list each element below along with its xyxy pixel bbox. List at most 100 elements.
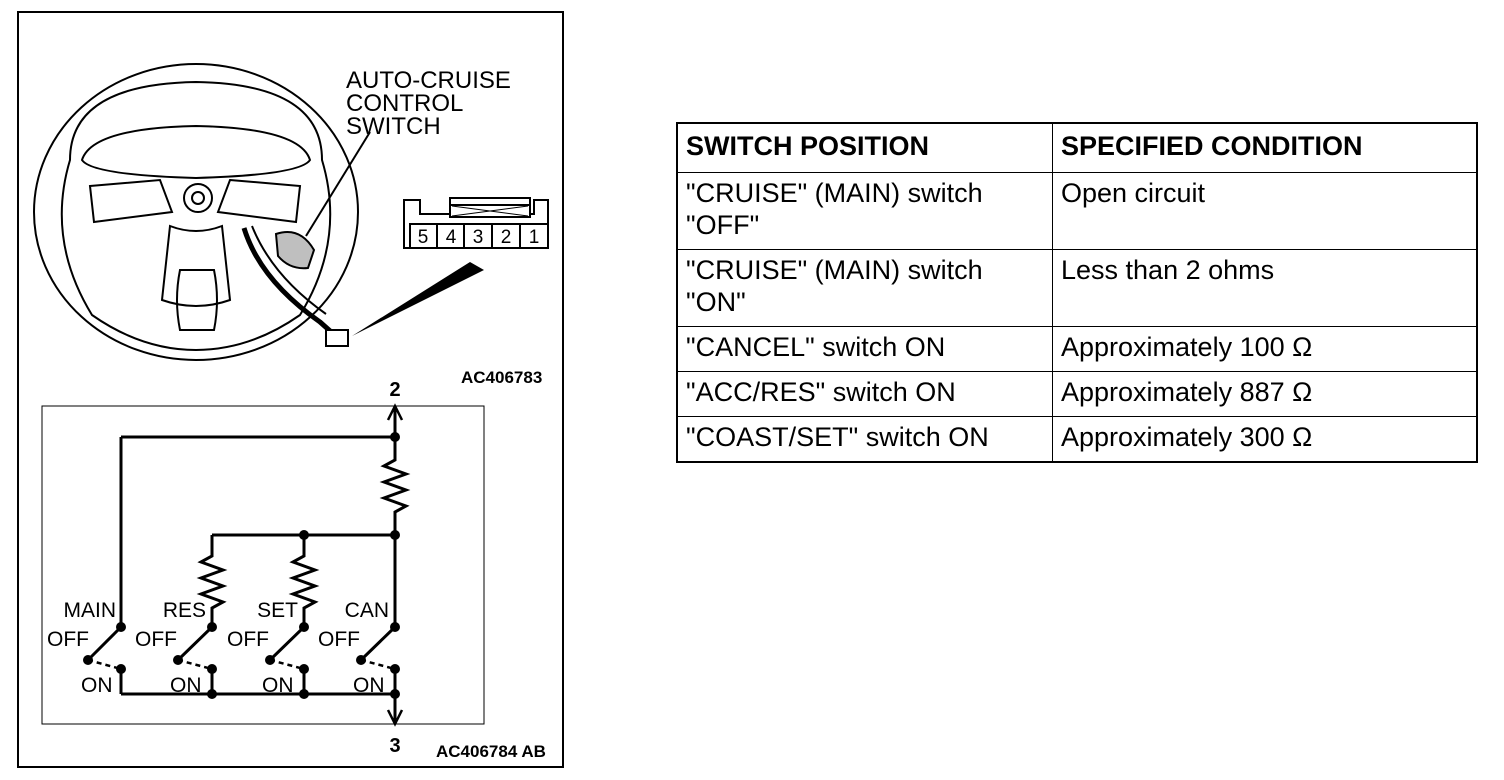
wheel-spoke-right (216, 178, 302, 224)
res-switch-name: RES (163, 599, 206, 622)
junction-dot (356, 655, 366, 665)
main-on-label: ON (81, 674, 113, 697)
connector-pin-labels: 5 4 3 2 1 (418, 227, 540, 248)
row-specified-condition: Open circuit (1052, 172, 1478, 250)
connector-pin-2: 2 (501, 227, 512, 248)
junction-dot (207, 664, 217, 674)
table-row: "CRUISE" (MAIN) switch "OFF" Open circui… (676, 172, 1478, 250)
can-on-label: ON (353, 674, 385, 697)
main-switch-name: MAIN (64, 599, 117, 622)
wheel-rim-outer (33, 63, 359, 361)
junction-dot (83, 655, 93, 665)
main-blade (86, 625, 123, 662)
series-resistor (379, 437, 411, 535)
row-specified-condition: Approximately 887 Ω (1052, 371, 1478, 417)
header-switch-position: SWITCH POSITION (676, 122, 1053, 173)
set-resistor (288, 535, 320, 627)
junction-dot (265, 655, 275, 665)
connector-pin-5: 5 (418, 227, 429, 248)
callout-line-1: AUTO-CRUISE (346, 67, 511, 94)
connector-pin-1: 1 (529, 227, 540, 248)
table-row: "CANCEL" switch ON Approximately 100 Ω (676, 326, 1478, 372)
junction-dot (299, 530, 309, 540)
junction-dot (390, 432, 400, 442)
switch-callout: AUTO-CRUISE CONTROL SWITCH (346, 67, 518, 140)
row-switch-position: "CRUISE" (MAIN) switch "ON" (676, 249, 1053, 327)
switch-labels: MAIN OFF ON RES OFF ON SET OFF ON CAN OF… (47, 599, 389, 697)
illustration-figure-code: AC406783 (461, 368, 542, 387)
connector-lock (449, 204, 531, 218)
junction-dot (207, 689, 217, 699)
junction-dot (390, 530, 400, 540)
set-blade (268, 625, 306, 662)
wheel-center-hub (183, 183, 213, 213)
set-switch-name: SET (257, 599, 298, 622)
res-resistor (196, 535, 228, 627)
wheel-rim-inner (60, 80, 332, 352)
callout-line-2: CONTROL (346, 90, 463, 117)
table-head: SWITCH POSITION SPECIFIED CONDITION (676, 122, 1478, 173)
terminal-3-arrow (386, 709, 404, 727)
junction-dot (299, 689, 309, 699)
connector-pin-4: 4 (446, 227, 457, 248)
table-row: "COAST/SET" switch ON Approximately 300 … (676, 416, 1478, 463)
row-specified-condition: Less than 2 ohms (1052, 249, 1478, 327)
callout-line-3: SWITCH (346, 113, 441, 140)
schematic-figure-code: AC406784 AB (436, 742, 546, 761)
terminal-2-arrow (386, 403, 404, 421)
table-header-row: SWITCH POSITION SPECIFIED CONDITION (676, 122, 1478, 173)
junction-dot (299, 622, 309, 632)
wheel-center-cap (191, 191, 205, 205)
junction-dot (390, 664, 400, 674)
connector-face (403, 197, 549, 249)
junction-dot (116, 664, 126, 674)
connector-pointer-wedge (352, 262, 484, 336)
junction-dot (390, 689, 400, 699)
can-on-throw (360, 658, 396, 671)
figure-frame (17, 11, 564, 768)
switch-lever (274, 231, 316, 270)
main-on-throw (87, 658, 122, 671)
wheel-spoke-left (88, 178, 174, 224)
res-on-throw (177, 658, 213, 671)
set-on-label: ON (262, 674, 294, 697)
res-on-label: ON (170, 674, 202, 697)
connector-lock-x2 (451, 205, 529, 217)
header-specified-condition: SPECIFIED CONDITION (1052, 122, 1478, 173)
set-off-label: OFF (227, 628, 269, 651)
junction-dot (116, 622, 126, 632)
main-off-label: OFF (47, 628, 89, 651)
terminal-3-label: 3 (389, 735, 400, 757)
row-specified-condition: Approximately 300 Ω (1052, 416, 1478, 463)
steering-wheel-illustration (33, 63, 359, 361)
set-on-throw (269, 658, 305, 671)
switch-harness-2 (251, 225, 327, 315)
table-body: "CRUISE" (MAIN) switch "OFF" Open circui… (676, 172, 1478, 463)
row-switch-position: "CRUISE" (MAIN) switch "OFF" (676, 172, 1053, 250)
can-blade (359, 625, 397, 662)
row-specified-condition: Approximately 100 Ω (1052, 326, 1478, 372)
table-row: "ACC/RES" switch ON Approximately 887 Ω (676, 371, 1478, 417)
schematic-junction-dots (83, 432, 400, 699)
harness-connector (325, 329, 349, 347)
can-off-label: OFF (318, 628, 360, 651)
junction-dot (207, 622, 217, 632)
row-switch-position: "COAST/SET" switch ON (676, 416, 1053, 463)
specification-table: SWITCH POSITION SPECIFIED CONDITION "CRU… (676, 122, 1478, 463)
junction-dot (390, 622, 400, 632)
schematic-frame (41, 405, 485, 725)
row-switch-position: "CANCEL" switch ON (676, 326, 1053, 372)
wheel-lower-spoke (160, 224, 232, 307)
connector-pin-row (409, 223, 549, 249)
junction-dot (173, 655, 183, 665)
switch-on-throws (87, 658, 396, 671)
junction-dot (299, 664, 309, 674)
res-blade (176, 625, 214, 662)
terminal-2-label: 2 (389, 379, 400, 401)
table-row: "CRUISE" (MAIN) switch "ON" Less than 2 … (676, 249, 1478, 327)
can-switch-name: CAN (345, 599, 389, 622)
connector-pin-3: 3 (473, 227, 484, 248)
wheel-lower-pad (176, 269, 218, 331)
switch-harness (241, 227, 340, 340)
